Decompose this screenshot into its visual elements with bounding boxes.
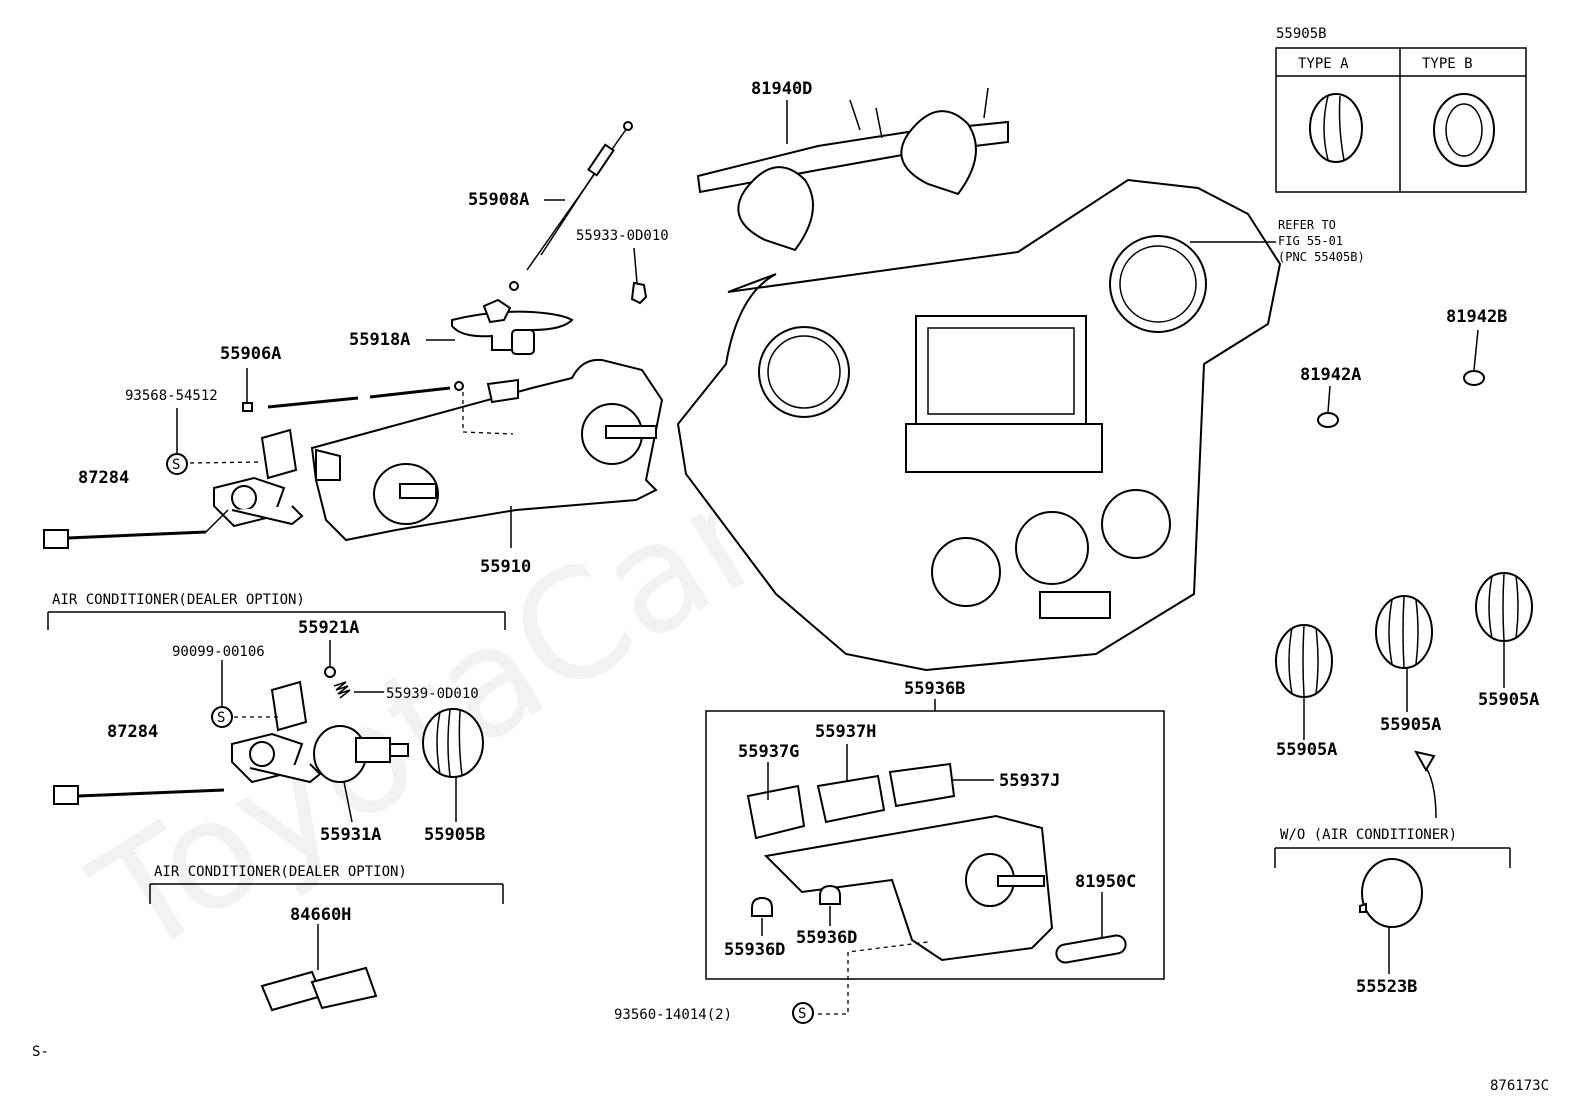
label-refer-line3: (PNC 55405B) xyxy=(1278,250,1365,264)
label-87284-top: 87284 xyxy=(78,468,129,488)
label-55905A-2: 55905A xyxy=(1380,715,1441,735)
clip-81942A-drawing xyxy=(1317,385,1339,428)
label-refer-line1: REFER TO xyxy=(1278,218,1336,232)
label-81950C: 81950C xyxy=(1075,872,1136,892)
ball-55921A-drawing xyxy=(324,640,336,678)
screw-symbol-top: S xyxy=(166,453,188,475)
label-55910: 55910 xyxy=(480,557,531,577)
label-55905A-3: 55905A xyxy=(1478,690,1539,710)
corner-marker: S- xyxy=(32,1044,49,1060)
label-ac-option-1: AIR CONDITIONER(DEALER OPTION) xyxy=(52,592,305,608)
label-type-b: TYPE B xyxy=(1422,56,1473,72)
lever-55918A-drawing xyxy=(451,298,574,355)
knob-55905A-1-drawing xyxy=(1275,624,1333,698)
cable-55908A-drawing xyxy=(509,121,633,291)
svg-text:S: S xyxy=(172,457,180,473)
box-55936B xyxy=(705,699,1165,980)
switch-84660H-drawing xyxy=(260,966,378,1012)
label-93568-54512: 93568-54512 xyxy=(125,388,218,404)
blower-switch-87284-top-drawing xyxy=(43,428,304,549)
label-ac-option-2: AIR CONDITIONER(DEALER OPTION) xyxy=(154,864,407,880)
bracket-81940D-drawing xyxy=(696,87,1009,252)
type-table xyxy=(1275,47,1527,193)
label-55905B-left: 55905B xyxy=(424,825,485,845)
label-55933-0D010: 55933-0D010 xyxy=(576,228,669,244)
label-55936B: 55936B xyxy=(904,679,965,699)
knob-55905A-2-drawing xyxy=(1375,595,1433,669)
leader-93568 xyxy=(189,461,263,464)
cable-55906A-drawing xyxy=(242,368,464,412)
screw-symbol-bottom: S xyxy=(792,1002,814,1024)
leader-55931A xyxy=(343,781,353,823)
ac-option-bracket-2 xyxy=(149,883,504,904)
knob-55905A-3-drawing xyxy=(1475,572,1533,642)
label-90099-00106: 90099-00106 xyxy=(172,644,265,660)
leader-93560 xyxy=(794,941,929,1015)
label-81942A: 81942A xyxy=(1300,365,1361,385)
label-55523B: 55523B xyxy=(1356,977,1417,997)
label-55936D-a: 55936D xyxy=(724,940,785,960)
label-55918A: 55918A xyxy=(349,330,410,350)
wo-ac-bracket xyxy=(1274,847,1511,868)
panel-assembly-55936B-drawing xyxy=(746,762,1127,964)
label-55921A: 55921A xyxy=(298,618,359,638)
clip-55933-drawing xyxy=(630,247,648,305)
label-55937H: 55937H xyxy=(815,722,876,742)
label-55905A-1: 55905A xyxy=(1276,740,1337,760)
svg-text:S: S xyxy=(217,710,225,726)
label-55937G: 55937G xyxy=(738,742,799,762)
blower-switch-87284-bot-drawing xyxy=(53,680,322,805)
label-81942B: 81942B xyxy=(1446,307,1507,327)
label-55908A: 55908A xyxy=(468,190,529,210)
label-55939-0D010: 55939-0D010 xyxy=(386,686,479,702)
label-93560-14014: 93560-14014(2) xyxy=(614,1007,732,1023)
cap-55523B-drawing xyxy=(1359,858,1423,928)
label-55905B-top: 55905B xyxy=(1276,26,1327,42)
cluster-panel-drawing xyxy=(676,178,1282,672)
screw-symbol-mid: S xyxy=(211,706,233,728)
diagram-code: 876173C xyxy=(1490,1078,1549,1094)
switch-55931A-drawing xyxy=(313,725,409,783)
label-refer-line2: FIG 55-01 xyxy=(1278,234,1343,248)
spring-55939-drawing xyxy=(333,681,384,699)
knob-55905B-left-drawing xyxy=(422,708,484,778)
label-55936D-b: 55936D xyxy=(796,928,857,948)
label-55906A: 55906A xyxy=(220,344,281,364)
control-unit-55910-drawing xyxy=(310,358,664,542)
label-87284-bot: 87284 xyxy=(107,722,158,742)
label-81940D: 81940D xyxy=(751,79,812,99)
label-wo-ac: W/O (AIR CONDITIONER) xyxy=(1280,827,1457,843)
label-type-a: TYPE A xyxy=(1298,56,1349,72)
label-55937J: 55937J xyxy=(999,771,1060,791)
label-84660H: 84660H xyxy=(290,905,351,925)
arrow-to-55905A xyxy=(1414,750,1437,819)
ac-option-bracket-1 xyxy=(47,611,506,630)
clip-81942B-drawing xyxy=(1463,329,1485,386)
label-55931A: 55931A xyxy=(320,825,381,845)
svg-text:S: S xyxy=(798,1006,806,1022)
